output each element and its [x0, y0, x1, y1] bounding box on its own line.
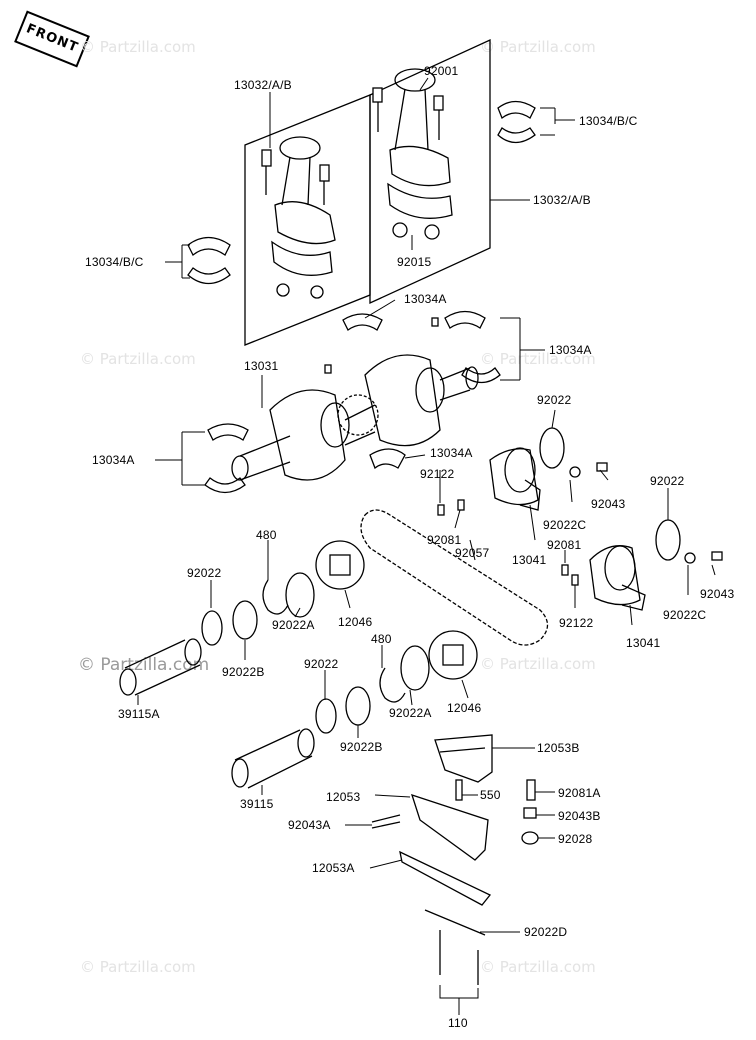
circlip-480-b	[379, 667, 406, 703]
part-label-92081-a[interactable]: 92081	[427, 533, 462, 547]
washer-92022b-a	[232, 600, 258, 640]
bolt-92028	[521, 831, 539, 845]
part-label-12046-a[interactable]: 12046	[338, 615, 373, 629]
watermark: © Partzilla.com	[78, 655, 210, 675]
circlip-480-a	[262, 579, 289, 615]
part-label-92043-a[interactable]: 92043	[591, 497, 626, 511]
part-label-92022-d[interactable]: 92022	[304, 657, 339, 671]
crankshaft	[231, 317, 479, 481]
part-label-92043a[interactable]: 92043A	[288, 818, 331, 832]
part-label-13032-right[interactable]: 13032/A/B	[533, 193, 591, 207]
watermark: © Partzilla.com	[480, 38, 596, 56]
part-label-39115a[interactable]: 39115A	[118, 707, 160, 721]
part-label-92022b-b[interactable]: 92022B	[340, 740, 383, 754]
chain-92057	[360, 509, 549, 646]
part-label-12053b[interactable]: 12053B	[537, 741, 580, 755]
watermark: © Partzilla.com	[80, 38, 196, 56]
connecting-rod-left	[261, 136, 336, 299]
part-label-92028[interactable]: 92028	[558, 832, 593, 846]
part-label-13041-b[interactable]: 13041	[626, 636, 661, 650]
part-label-13034bc-left[interactable]: 13034/B/C	[85, 255, 144, 269]
bolt-92043-a	[596, 462, 608, 472]
watermark: © Partzilla.com	[80, 350, 196, 368]
connecting-rod-right	[372, 68, 453, 240]
leader-lines	[137, 77, 716, 1015]
part-label-92022-c[interactable]: 92022	[187, 566, 222, 580]
part-label-480-b[interactable]: 480	[371, 632, 392, 646]
bolt-550	[455, 779, 463, 801]
bolt-92022c-a	[569, 466, 581, 478]
part-label-92022d[interactable]: 92022D	[524, 925, 568, 939]
part-label-12053a[interactable]: 12053A	[312, 861, 355, 875]
watermark: © Partzilla.com	[80, 958, 196, 976]
part-label-550[interactable]: 550	[480, 788, 501, 802]
part-label-13032-left[interactable]: 13032/A/B	[234, 78, 292, 92]
washer-92022-d	[315, 698, 337, 734]
conrod-panel-right	[369, 38, 491, 305]
part-label-12053[interactable]: 12053	[326, 790, 361, 804]
conrod-panel-left	[244, 94, 371, 346]
guide-12053	[410, 793, 489, 861]
part-label-92122-b[interactable]: 92122	[559, 616, 594, 630]
part-label-92022-b[interactable]: 92022	[650, 474, 685, 488]
part-label-92081a[interactable]: 92081A	[558, 786, 601, 800]
part-label-92001[interactable]: 92001	[424, 64, 459, 78]
part-label-92122-a[interactable]: 92122	[420, 467, 455, 481]
washer-92022a-a	[285, 572, 315, 618]
tensioner-12053b	[434, 734, 493, 783]
part-label-92081-b[interactable]: 92081	[547, 538, 582, 552]
main-bearing-shells	[204, 310, 501, 494]
washer-92022a-b	[400, 645, 430, 691]
watermark: © Partzilla.com	[480, 350, 596, 368]
part-label-12046-b[interactable]: 12046	[447, 701, 482, 715]
part-label-92057[interactable]: 92057	[455, 546, 490, 560]
spring-92081a	[526, 779, 536, 801]
sprocket-12046-a	[315, 540, 365, 590]
bearing-shells-13034bc-right	[497, 100, 536, 144]
part-label-92043b[interactable]: 92043B	[558, 809, 601, 823]
part-label-92043-b[interactable]: 92043	[700, 587, 735, 601]
part-label-13034a-right[interactable]: 13034A	[549, 343, 592, 357]
rotor-13041-a	[489, 447, 541, 511]
washer-92022b-b	[345, 686, 371, 726]
part-label-92015[interactable]: 92015	[397, 255, 432, 269]
watermark: © Partzilla.com	[480, 655, 596, 673]
part-label-13034a-mid[interactable]: 13034A	[430, 446, 473, 460]
part-label-92022c-a[interactable]: 92022C	[543, 518, 587, 532]
part-label-92022a-b[interactable]: 92022A	[389, 706, 432, 720]
part-label-13041-a[interactable]: 13041	[512, 553, 547, 567]
part-label-39115[interactable]: 39115	[240, 797, 274, 811]
shaft-39115a	[119, 638, 202, 696]
part-label-480-a[interactable]: 480	[256, 528, 277, 542]
sprocket-12046-b	[428, 630, 478, 680]
guide-12053a	[399, 850, 492, 906]
part-label-92022c-b[interactable]: 92022C	[663, 608, 707, 622]
rotor-13041-b	[589, 545, 646, 611]
shaft-39115	[231, 728, 315, 789]
bolt-92022c-b	[684, 552, 696, 564]
part-label-92022a-a[interactable]: 92022A	[272, 618, 315, 632]
part-label-110[interactable]: 110	[448, 1016, 468, 1030]
part-label-92022b-a[interactable]: 92022B	[222, 665, 265, 679]
part-label-92022-a[interactable]: 92022	[537, 393, 572, 407]
washer-92022-a	[201, 610, 223, 646]
part-label-13034a-top[interactable]: 13034A	[404, 292, 447, 306]
bolt-92043a	[371, 814, 401, 829]
watermark: © Partzilla.com	[480, 958, 596, 976]
washer-92022-b	[655, 519, 681, 561]
bearing-shells-13034bc-left	[187, 236, 231, 285]
plunger-92043b	[523, 807, 537, 819]
washer-92022	[539, 427, 565, 469]
part-label-13031[interactable]: 13031	[244, 359, 279, 373]
part-label-13034bc-right[interactable]: 13034/B/C	[579, 114, 638, 128]
bolt-92043-b	[711, 551, 723, 561]
plate-92022d	[424, 909, 486, 936]
part-label-13034a-left[interactable]: 13034A	[92, 453, 135, 467]
